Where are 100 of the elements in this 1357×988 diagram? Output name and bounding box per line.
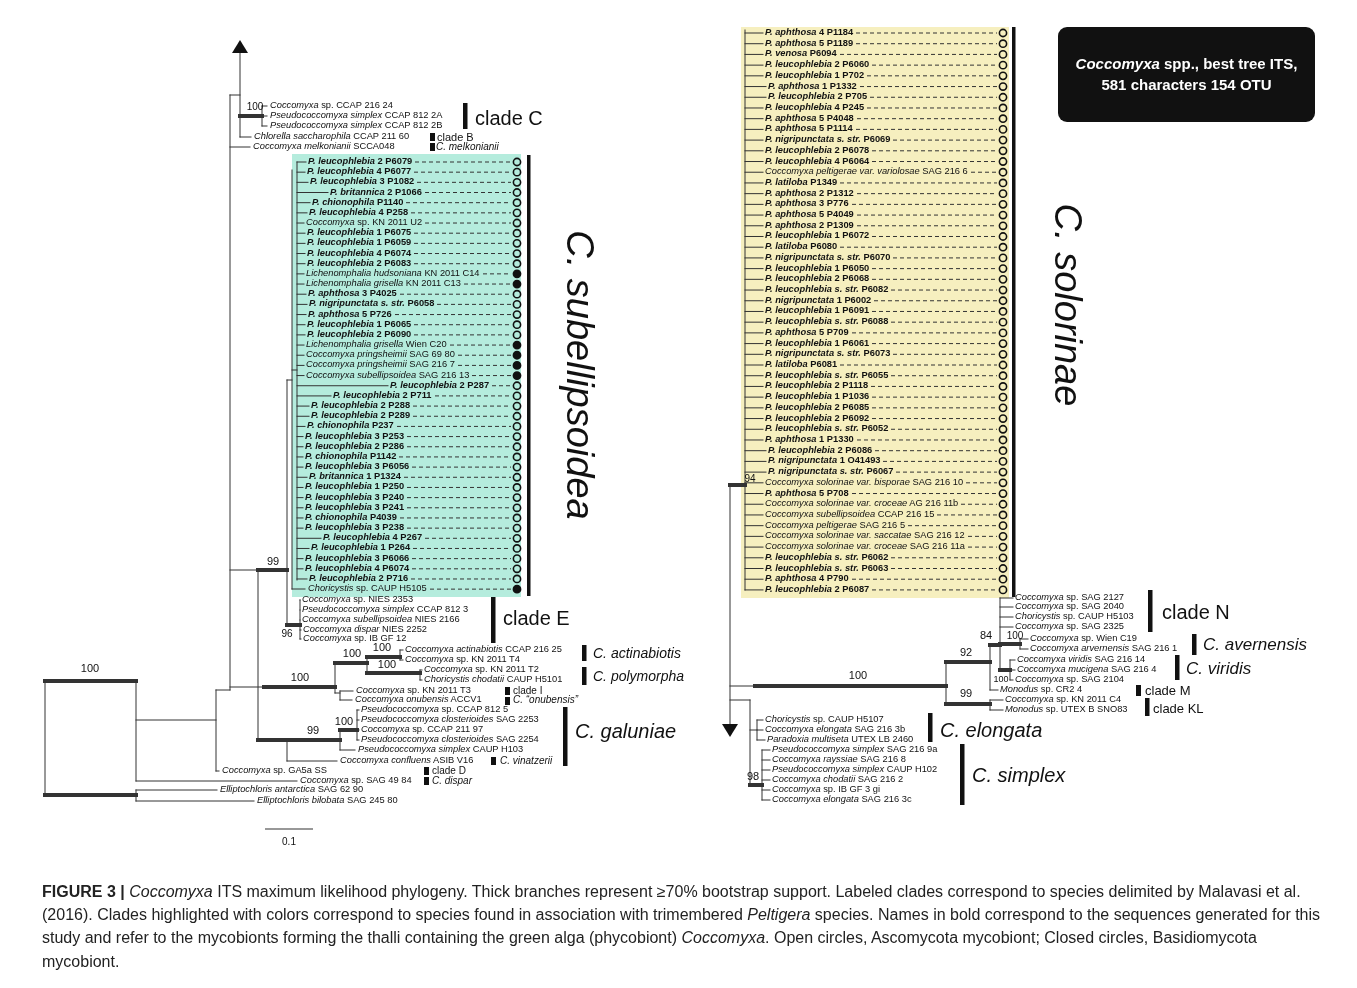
taxon-label: Coccomyxa sp. SAG 2040 (1015, 602, 1125, 612)
taxon-label: P. leucophlebia s. str. P6052 (765, 424, 889, 434)
taxon-label: P. leucophlebia s. str. P6062 (765, 553, 889, 563)
taxon-label: P. aphthosa 5 P4048 (765, 114, 854, 124)
taxon-label: Coccomyxa sp. KN 2011 T3 (356, 686, 471, 696)
clade-label: C. elongata (940, 720, 1043, 740)
taxon-label: Coccomyxa solorinae var. croceae AG 216 11b (765, 499, 959, 509)
taxon-label: P. latiloba P6080 (765, 242, 838, 252)
taxon-label: P. aphthosa 1 P1332 (768, 81, 857, 92)
taxon-label: P. chionophila P1140 (312, 198, 404, 208)
clade-label: clade C (475, 108, 543, 128)
taxon-label: Choricystis sp. CAUP H5107 (765, 715, 884, 725)
taxon-label: P. aphthosa 1 P1330 (765, 435, 854, 445)
bootstrap-value: 96 (281, 629, 293, 639)
taxon-label: P. aphthosa 5 P708 (765, 488, 849, 499)
clade-label: C. simplex (972, 765, 1066, 785)
taxon-label: P. leucophlebia 2 P288 (311, 401, 411, 411)
scale-label: 0.1 (282, 837, 296, 847)
taxon-label: Pseudococcomyxa simplex CCAP 812 3 (302, 605, 469, 615)
taxon-label: P. chionophila P4039 (305, 513, 397, 523)
taxon-label: Coccomyxa sp. SAG 49 84 (300, 776, 412, 786)
taxon-label: P. nigripunctata s. str. P6069 (765, 135, 891, 145)
bootstrap-value: 98 (746, 770, 760, 782)
taxon-label: P. leucophlebia 2 P286 (305, 442, 405, 452)
bootstrap-value: 100 (372, 641, 392, 653)
clade-label: C. polymorpha (593, 669, 685, 683)
taxon-label: Coccomyxa sp. KN 2011 T4 (405, 655, 520, 665)
taxon-label: Coccomyxa sp. KN 2011 U2 (306, 218, 423, 228)
bootstrap-value: 100 (377, 658, 397, 670)
taxon-label: P. nigripunctata s. str. P6070 (765, 253, 891, 263)
title-box: Coccomyxa spp., best tree ITS, 581 characters 154 OTU (1058, 27, 1315, 122)
bootstrap-value: 100 (993, 674, 1009, 684)
taxon-label: P. leucophlebia 2 P705 (768, 92, 868, 102)
taxon-label: P. leucophlebia 1 P702 (765, 71, 865, 81)
taxon-label: Lichenomphalia hudsoniana KN 2011 C14 (306, 269, 480, 279)
taxon-label: P. britannica 1 P1324 (309, 472, 401, 482)
taxon-label: P. leucophlebia 1 P250 (305, 482, 405, 493)
taxon-label: Coccomyxa sp. IB GF 3 gi (772, 785, 880, 795)
clade-label: clade B (437, 131, 474, 143)
taxon-label: P. aphthosa 2 P1309 (765, 221, 854, 231)
taxon-label: Coccomyxa sp. KN 2011 T2 (424, 665, 539, 675)
taxon-label: Pseudococcomyxa simplex CCAP 812 2B (270, 121, 443, 131)
taxon-label: P. leucophlebia 2 P6083 (307, 259, 412, 269)
taxon-label: P. aphthosa 5 P4049 (765, 210, 854, 220)
taxon-label: Coccomyxa sp. CCAP 216 24 (270, 101, 393, 111)
taxon-label: Coccomyxa pringsheimii SAG 69 80 (306, 350, 455, 360)
taxon-label: Coccomyxa mucigena SAG 216 4 (1017, 665, 1157, 675)
taxon-label: Coccomyxa sp. SAG 2325 (1015, 622, 1125, 632)
taxon-label: Pseudococcomyxa simplex CAUP H102 (772, 765, 938, 775)
taxon-label: P. leucophlebia 4 P6074 (307, 248, 412, 259)
taxon-label: Coccomyxa peltigerae SAG 216 5 (765, 521, 906, 531)
clade-label: C. melkonianii (436, 142, 499, 152)
taxon-label: Coccomyxa actinabiotis CCAP 216 25 (405, 645, 562, 655)
taxon-label: P. leucophlebia 2 P6090 (307, 330, 412, 340)
taxon-label: Monodus sp. UTEX B SNO83 (1005, 705, 1128, 715)
taxon-label: P. leucophlebia 2 P716 (309, 574, 409, 584)
taxon-label: P. britannica 2 P1066 (330, 187, 422, 198)
bootstrap-value: 100 (848, 669, 868, 681)
taxon-label: P. chionophila P237 (307, 421, 394, 432)
taxon-label: P. leucophlebia 3 P238 (305, 523, 405, 533)
taxon-label: P. leucophlebia 2 P6068 (765, 274, 870, 284)
taxon-label: P. leucophlebia 4 P6064 (765, 156, 870, 167)
bootstrap-value: 100 (334, 715, 354, 727)
taxon-label: Lichenomphalia grisella Wien C20 (306, 340, 447, 350)
taxon-label: Choricystis sp. CAUP H5105 (308, 584, 427, 594)
taxon-label: P. latiloba P6081 (765, 360, 838, 370)
taxon-label: P. leucophlebia 3 P6056 (305, 462, 410, 472)
taxon-label: P. aphthosa 5 P726 (308, 309, 392, 320)
taxon-label: P. aphthosa 4 P1184 (765, 28, 854, 38)
taxon-label: Coccomyxa onubensis ACCV1 (355, 695, 482, 705)
taxon-label: Coccomyxa sp. SAG 2127 (1015, 593, 1125, 603)
taxon-label: P. leucophlebia 1 P6072 (765, 231, 870, 242)
taxon-label: P. leucophlebia 1 P6075 (307, 228, 412, 238)
bootstrap-value: 84 (979, 629, 993, 641)
taxon-label: P. nigripunctata 1 O41493 (768, 456, 881, 467)
taxon-label: Choricystis sp. CAUP H5103 (1015, 612, 1134, 622)
taxon-label: Pseudococcomyxa simplex CCAP 812 2A (270, 111, 443, 121)
taxon-label: Coccomyxa elongata SAG 216 3b (765, 725, 906, 735)
clade-label: C. dispar (432, 776, 472, 786)
taxon-label: Pseudococcomyxa simplex CAUP H103 (358, 745, 524, 755)
taxon-label: Coccomyxa solorinae var. bisporae SAG 216 10 (765, 478, 964, 488)
clade-label: C. viridis (1186, 659, 1252, 677)
taxon-label: Coccomyxa subellipsoidea NIES 2166 (302, 615, 460, 625)
taxon-label: P. nigripunctata s. str. P6073 (765, 349, 891, 359)
taxon-label: P. latiloba P1349 (765, 178, 838, 188)
taxon-label: P. leucophlebia 2 P6087 (765, 585, 870, 595)
clade-label: clade D (432, 766, 466, 776)
taxon-label: P. leucophlebia 2 P1118 (765, 381, 869, 392)
taxon-label: P. aphthosa 3 P776 (765, 199, 849, 209)
taxon-label: P. leucophlebia s. str. P6088 (765, 317, 889, 327)
taxon-label: P. aphthosa 5 P1114 (765, 124, 853, 134)
taxon-label: P. leucophlebia 2 P6086 (768, 446, 873, 456)
bootstrap-value: 99 (306, 724, 320, 736)
taxon-label: Coccomyxa rayssiae SAG 216 8 (772, 755, 906, 765)
taxon-label: P. leucophlebia 1 P6091 (765, 306, 870, 317)
taxon-label: P. leucophlebia s. str. P6082 (765, 285, 889, 295)
bootstrap-value: 100 (246, 102, 264, 112)
clade-label: clade I (513, 686, 543, 696)
clade-label: C. vinatzerii (500, 756, 553, 766)
taxon-label: P. leucophlebia 1 P6065 (307, 320, 412, 330)
